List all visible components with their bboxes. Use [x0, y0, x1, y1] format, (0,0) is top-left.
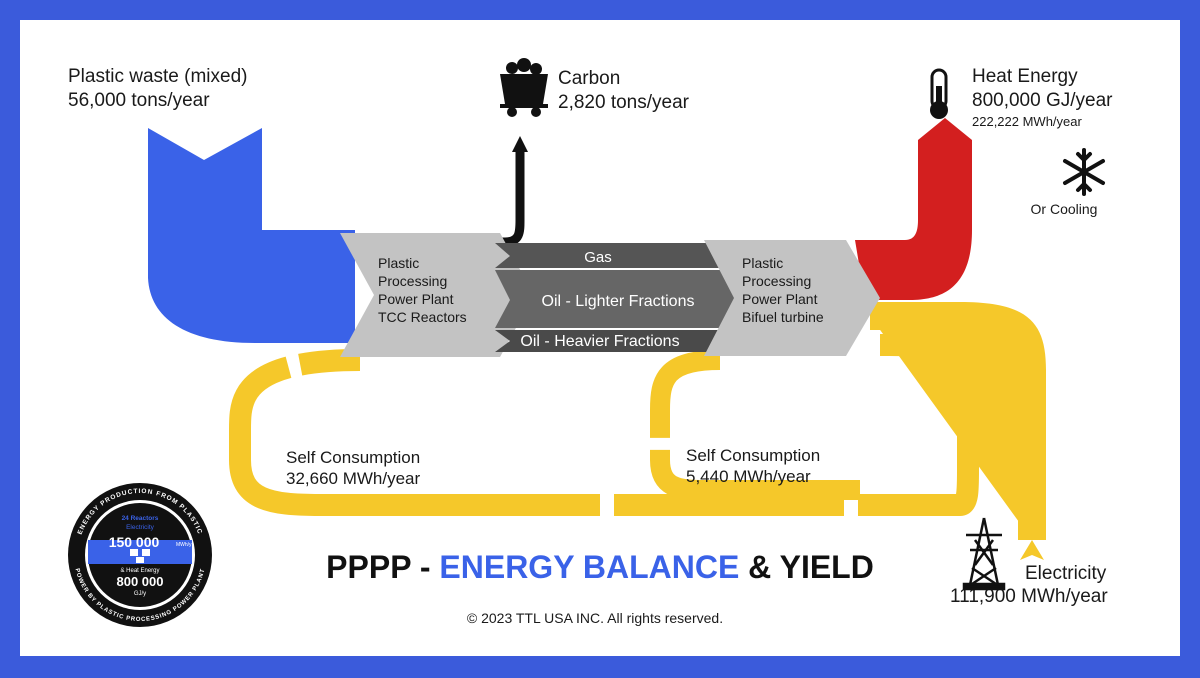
heat-title: Heat Energy	[972, 66, 1078, 87]
mine-cart-icon	[500, 58, 548, 117]
badge-unit-2: GJ/y	[134, 591, 146, 597]
fraction-gas: Gas	[584, 249, 612, 266]
production-badge: ENERGY PRODUCTION FROM PLASTIC POWER BY …	[68, 483, 212, 627]
heat-value: 800,000 GJ/year	[972, 90, 1113, 111]
page-title: PPPP - ENERGY BALANCE & YIELD	[326, 549, 874, 585]
self-consumption-2-title: Self Consumption	[686, 446, 820, 465]
cooling-label: Or Cooling	[1031, 201, 1098, 217]
heat-sub-value: 222,222 MWh/year	[972, 114, 1083, 129]
copyright: © 2023 TTL USA INC. All rights reserved.	[467, 610, 723, 626]
self-consumption-2-value: 5,440 MWh/year	[686, 467, 811, 486]
carbon-output-flow	[495, 150, 525, 247]
badge-big-2: 800 000	[117, 574, 164, 589]
plastic-input-value: 56,000 tons/year	[68, 90, 210, 111]
carbon-value: 2,820 tons/year	[558, 92, 690, 113]
badge-big-1: 150 000	[109, 534, 160, 550]
badge-line-2: Electricity	[126, 524, 155, 531]
title-part-3: & YIELD	[739, 549, 874, 585]
plastic-input-flow	[148, 128, 355, 343]
reactor-line-4: TCC Reactors	[378, 309, 467, 325]
carbon-arrow-head	[512, 136, 528, 152]
tcc-reactor-block: Plastic Processing Power Plant TCC React…	[340, 233, 534, 357]
title-part-1: PPPP -	[326, 549, 439, 585]
thermometer-icon	[930, 68, 948, 119]
diagram-frame: Plastic Processing Power Plant TCC React…	[20, 20, 1180, 656]
badge-line-1: 24 Reactors	[122, 515, 159, 522]
plastic-input-title: Plastic waste (mixed)	[68, 66, 248, 87]
energy-balance-diagram: Plastic Processing Power Plant TCC React…	[68, 58, 1113, 627]
self-consumption-1-value: 32,660 MWh/year	[286, 469, 421, 488]
power-tower-icon	[962, 517, 1006, 591]
turbine-line-3: Power Plant	[742, 291, 818, 307]
turbine-line-1: Plastic	[742, 255, 783, 271]
snowflake-icon	[1063, 148, 1105, 196]
electricity-value: 111,900 MWh/year	[950, 586, 1108, 607]
fractions-block: Gas Oil - Lighter Fractions Oil - Heavie…	[495, 243, 736, 352]
heat-output-flow	[855, 118, 972, 300]
reactor-line-2: Processing	[378, 273, 447, 289]
bifuel-turbine-block: Plastic Processing Power Plant Bifuel tu…	[704, 240, 880, 356]
self-consumption-1-title: Self Consumption	[286, 448, 420, 467]
badge-logo-icon	[130, 549, 150, 563]
reactor-line-1: Plastic	[378, 255, 419, 271]
electricity-title: Electricity	[1025, 563, 1107, 584]
reactor-line-3: Power Plant	[378, 291, 454, 307]
badge-unit-1: MWh/y	[176, 542, 192, 548]
electricity-output-flow	[870, 302, 1046, 560]
fraction-oil-heavy: Oil - Heavier Fractions	[520, 333, 679, 350]
turbine-line-4: Bifuel turbine	[742, 309, 824, 325]
fraction-oil-light: Oil - Lighter Fractions	[542, 293, 695, 310]
turbine-line-2: Processing	[742, 273, 811, 289]
self-consumption-loop-right	[650, 350, 860, 500]
badge-line-3: & Heat Energy	[120, 568, 159, 574]
carbon-title: Carbon	[558, 68, 620, 89]
title-part-2: ENERGY BALANCE	[439, 549, 739, 585]
